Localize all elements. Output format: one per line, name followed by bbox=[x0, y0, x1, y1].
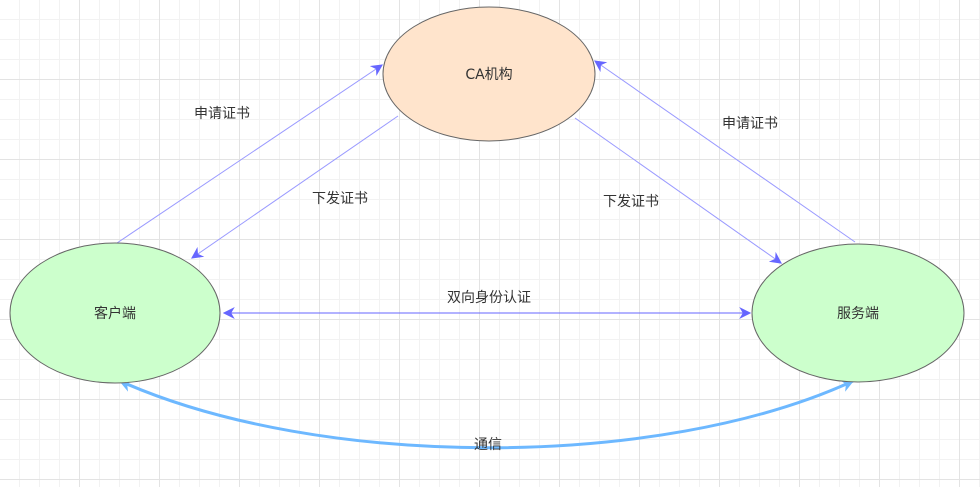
node-server-shape bbox=[751, 243, 965, 383]
edge-communication-curve bbox=[118, 379, 855, 450]
edge-ca-issue-client-label: 下发证书 bbox=[312, 191, 368, 207]
edge-mutual-auth-label: 双向身份认证 bbox=[447, 290, 531, 306]
node-ca-label: CA机构 bbox=[465, 67, 512, 83]
node-ca-shape bbox=[382, 6, 596, 142]
edge-ca-issue-server-label: 下发证书 bbox=[603, 194, 659, 210]
node-client[interactable]: 客户端 bbox=[9, 242, 221, 384]
edge-server-apply-arrow bbox=[594, 60, 856, 243]
edge-ca-issue-server-arrow bbox=[574, 117, 782, 264]
edge-client-apply-arrow bbox=[116, 64, 383, 244]
node-server-label: 服务端 bbox=[837, 306, 879, 322]
node-client-shape bbox=[9, 242, 221, 384]
node-server[interactable]: 服务端 bbox=[751, 243, 965, 383]
node-ca[interactable]: CA机构 bbox=[382, 6, 596, 142]
node-client-label: 客户端 bbox=[94, 305, 136, 322]
edge-server-apply-label: 申请证书 bbox=[722, 116, 778, 132]
edge-communication-label: 通信 bbox=[474, 437, 502, 453]
edge-client-apply-label: 申请证书 bbox=[194, 106, 250, 122]
edge-ca-issue-client-arrow bbox=[191, 115, 399, 259]
